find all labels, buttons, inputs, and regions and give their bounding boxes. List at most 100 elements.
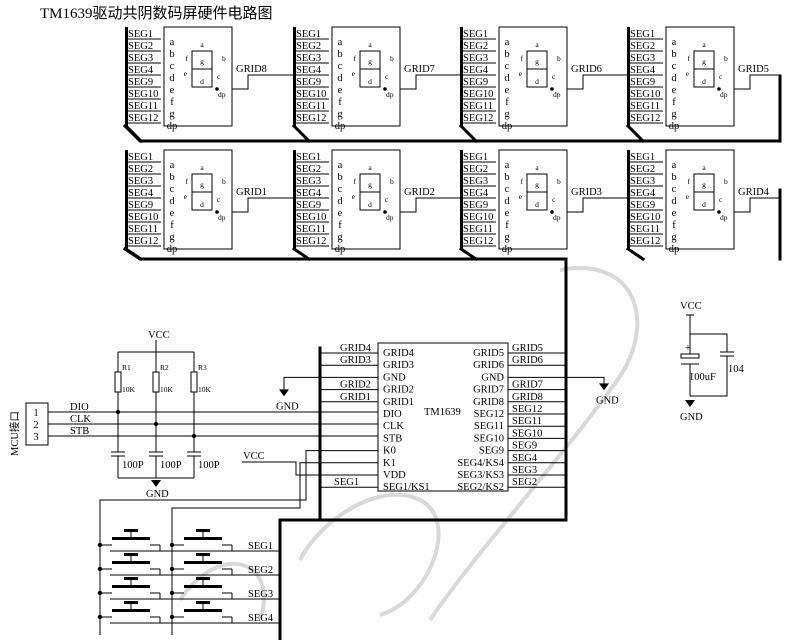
ic-gnd-right bbox=[599, 383, 609, 391]
ic-gnd-left bbox=[279, 389, 289, 397]
segment-letter: b bbox=[557, 177, 561, 186]
seg-label: SEG4 bbox=[463, 188, 489, 199]
seg-label: SEG11 bbox=[463, 101, 493, 112]
net-label: SEG12 bbox=[512, 404, 542, 415]
ground-arrow bbox=[599, 383, 609, 391]
ic-right-pin: GRID6 bbox=[473, 360, 504, 371]
net-label: GRID8 bbox=[512, 392, 543, 403]
segment-letter: e bbox=[519, 69, 523, 78]
ic-right-pin: SEG12 bbox=[474, 409, 504, 420]
net-label: SEG4 bbox=[512, 453, 538, 464]
grid-label: GRID8 bbox=[236, 64, 267, 75]
digit-pin-label: d bbox=[169, 73, 175, 84]
key-cap bbox=[124, 577, 138, 580]
ic-left-pin: GRID4 bbox=[383, 348, 415, 359]
net-label: SEG3 bbox=[512, 465, 537, 476]
digit-module: SEG1SEG2SEG3SEG4SEG9SEG10SEG11SEG12abcde… bbox=[460, 149, 602, 255]
ic-right-pin: SEG2/KS2 bbox=[457, 482, 504, 493]
segment-lower bbox=[526, 191, 548, 211]
segment-lower bbox=[359, 191, 381, 211]
vdd-wire bbox=[242, 461, 378, 476]
seg-label: SEG3 bbox=[128, 176, 153, 187]
gnd-wire bbox=[508, 376, 605, 384]
segment-letter: e bbox=[352, 69, 356, 78]
segment-letter: f bbox=[186, 54, 189, 63]
seg-label: SEG10 bbox=[296, 212, 326, 223]
seg-label: SEG2 bbox=[630, 164, 655, 175]
seg-label: SEG12 bbox=[630, 113, 660, 124]
ic-left-pin: VDD bbox=[383, 470, 406, 481]
digit-pin-label: d bbox=[337, 196, 343, 207]
segment-lower bbox=[191, 191, 213, 211]
digit-pin-label: a bbox=[672, 37, 677, 48]
digit-pin-label: f bbox=[672, 97, 676, 108]
digit-pin-label: a bbox=[505, 160, 510, 171]
key-switch bbox=[184, 537, 222, 540]
digit-pin-label: b bbox=[169, 172, 174, 183]
ic-left-pin: GND bbox=[383, 372, 406, 383]
net-label: SEG11 bbox=[512, 416, 542, 427]
ic-right-pin: GRID5 bbox=[473, 348, 504, 359]
digit-pin-label: dp bbox=[335, 244, 346, 255]
digit-body bbox=[665, 149, 735, 250]
key-cap bbox=[124, 553, 138, 556]
segment-letter: f bbox=[186, 177, 189, 186]
digit-pin-label: f bbox=[338, 220, 342, 231]
segment-letter: e bbox=[184, 69, 188, 78]
segment-letter: f bbox=[354, 54, 357, 63]
digit-pin-label: g bbox=[504, 109, 510, 120]
net-label: GRID3 bbox=[340, 355, 371, 366]
net-label: GRID7 bbox=[512, 380, 543, 391]
junction-dot bbox=[169, 566, 175, 572]
segment-letter: a bbox=[368, 163, 372, 172]
digit-pin-label: a bbox=[338, 37, 343, 48]
junction-dot bbox=[115, 409, 121, 415]
digit-pin-label: f bbox=[505, 97, 509, 108]
seg-label: SEG4 bbox=[296, 65, 322, 76]
digit-pin-label: d bbox=[504, 196, 510, 207]
signal-label: DIO bbox=[70, 402, 89, 413]
seg-label: SEG11 bbox=[630, 101, 660, 112]
segment-letter: e bbox=[519, 192, 523, 201]
segment-letter: e bbox=[686, 192, 690, 201]
seg-label: SEG11 bbox=[128, 224, 158, 235]
segment-letter: a bbox=[702, 163, 706, 172]
key-row-label: SEG1 bbox=[248, 541, 273, 552]
ground-arrow bbox=[685, 400, 695, 407]
segment-bus-branch bbox=[291, 123, 312, 144]
digit-pin-label: d bbox=[671, 196, 677, 207]
cap-wire bbox=[690, 356, 728, 397]
seg-label: SEG2 bbox=[128, 41, 153, 52]
grid-common-line bbox=[567, 74, 627, 90]
digit-pin-label: e bbox=[170, 208, 175, 219]
seg-label: SEG12 bbox=[128, 113, 158, 124]
ceramic-value: 104 bbox=[728, 364, 745, 375]
digit-pin-label: f bbox=[170, 97, 174, 108]
net-label: GRID4 bbox=[340, 343, 372, 354]
seg-label: SEG9 bbox=[630, 77, 655, 88]
seg-label: SEG3 bbox=[463, 176, 488, 187]
grid-label: GRID2 bbox=[404, 187, 435, 198]
segment-bus bbox=[122, 123, 782, 143]
seg-label: SEG12 bbox=[630, 236, 660, 247]
seg-label: SEG10 bbox=[128, 212, 158, 223]
digit-pin-label: a bbox=[170, 37, 175, 48]
net-label: GRID2 bbox=[340, 380, 371, 391]
segment-letter: f bbox=[688, 177, 691, 186]
mcu-pin-number: 3 bbox=[33, 432, 38, 443]
resistor-value: 10K bbox=[122, 385, 136, 394]
digit-pin-label: dp bbox=[167, 244, 178, 255]
segment-letter: g bbox=[535, 180, 539, 189]
ic-left-pin: GRID2 bbox=[383, 385, 414, 396]
seg-label: SEG1 bbox=[463, 152, 488, 163]
segment-letter: g bbox=[368, 57, 372, 66]
grid-label: GRID1 bbox=[236, 187, 267, 198]
resistor-name: R3 bbox=[198, 363, 207, 372]
seg-bus-left bbox=[125, 150, 128, 249]
key-switch bbox=[112, 609, 150, 612]
key-switch bbox=[184, 585, 222, 588]
seg-label: SEG2 bbox=[128, 164, 153, 175]
seg-bus-left bbox=[293, 150, 296, 249]
segment-letter: dp bbox=[553, 90, 561, 99]
